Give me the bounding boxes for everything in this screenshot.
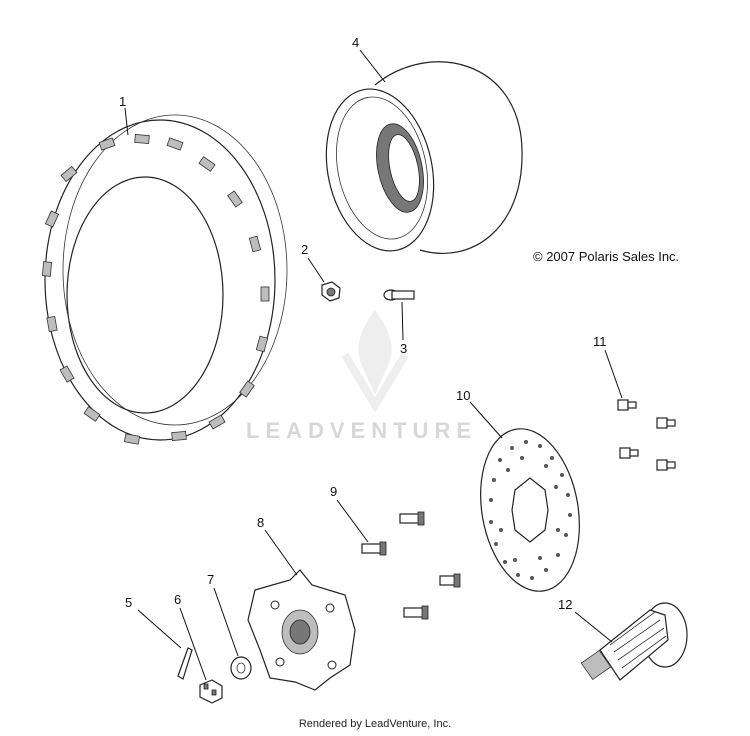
- part-10-brake-disc[interactable]: [468, 421, 591, 599]
- part-3-stud[interactable]: [383, 289, 415, 301]
- watermark-text: LEADVENTURE: [246, 418, 478, 443]
- callout-7[interactable]: 7: [207, 572, 214, 587]
- part-6-castle-nut[interactable]: [199, 679, 223, 704]
- part-2-nut[interactable]: [321, 281, 341, 302]
- part-4-wheel-rim[interactable]: [312, 61, 523, 261]
- callout-5[interactable]: 5: [125, 595, 132, 610]
- part-9-studs[interactable]: [361, 511, 461, 620]
- callout-11[interactable]: 11: [593, 334, 607, 349]
- callout-1[interactable]: 1: [119, 94, 126, 109]
- part-12-axle[interactable]: [580, 602, 688, 681]
- callout-8[interactable]: 8: [257, 515, 264, 530]
- part-1-tire[interactable]: [41, 114, 288, 445]
- callout-9[interactable]: 9: [330, 484, 337, 499]
- callout-12[interactable]: 12: [558, 597, 572, 612]
- copyright-text: © 2007 Polaris Sales Inc.: [533, 249, 680, 264]
- callout-6[interactable]: 6: [174, 592, 181, 607]
- watermark-logo-icon: [341, 310, 409, 413]
- part-7-washer[interactable]: [230, 656, 252, 680]
- part-11-bolts[interactable]: [617, 399, 676, 471]
- footer-credit: Rendered by LeadVenture, Inc.: [298, 718, 452, 730]
- callout-2[interactable]: 2: [301, 242, 308, 257]
- callout-10[interactable]: 10: [456, 388, 470, 403]
- part-8-hub[interactable]: [247, 569, 356, 691]
- part-5-cotter-pin[interactable]: [177, 647, 193, 680]
- callout-3[interactable]: 3: [400, 341, 407, 356]
- callout-4[interactable]: 4: [352, 35, 359, 50]
